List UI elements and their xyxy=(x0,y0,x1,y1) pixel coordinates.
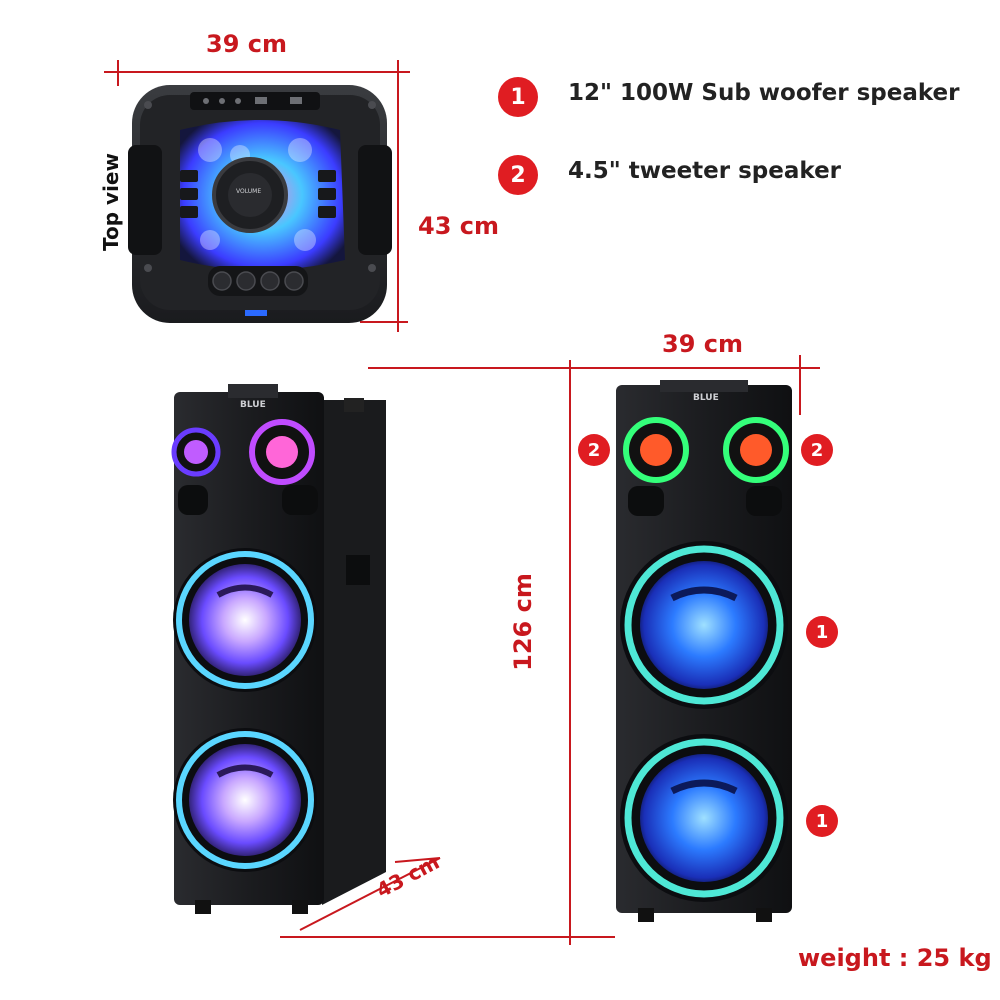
callout-woofer-top: 1 xyxy=(806,616,838,648)
side-brand-logo: BLUE xyxy=(240,400,266,410)
legend-text-2: 4.5" tweeter speaker xyxy=(568,158,842,184)
weight-label: weight : 25 kg xyxy=(798,944,992,972)
callout-tweeter-left: 2 xyxy=(578,434,610,466)
front-width-label: 39 cm xyxy=(662,330,743,358)
dimension-lines xyxy=(104,60,820,945)
top-view-speaker xyxy=(128,85,392,323)
front-height-label: 126 cm xyxy=(508,573,537,671)
callout-woofer-bottom: 1 xyxy=(806,805,838,837)
side-view-speaker xyxy=(171,384,386,914)
top-view-width-label: 39 cm xyxy=(206,30,287,58)
legend-badge-2: 2 xyxy=(498,155,538,195)
top-view-label: Top view xyxy=(98,153,123,251)
front-brand-logo: BLUE xyxy=(693,393,719,403)
volume-knob-label: VOLUME xyxy=(236,188,262,195)
legend-badge-1: 1 xyxy=(498,77,538,117)
legend-text-1: 12" 100W Sub woofer speaker xyxy=(568,80,960,106)
top-view-depth-label: 43 cm xyxy=(418,212,499,240)
front-view-speaker xyxy=(616,380,792,922)
callout-tweeter-right: 2 xyxy=(801,434,833,466)
